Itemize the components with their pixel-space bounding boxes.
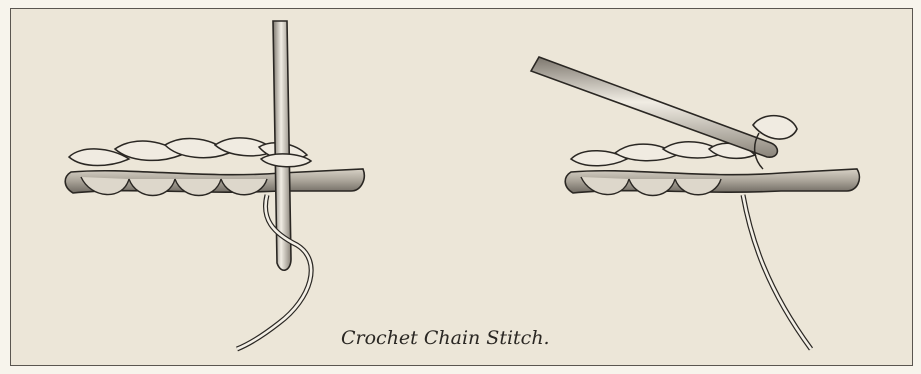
left-illustration [65, 21, 364, 349]
chain-stitch-illustration [11, 9, 913, 366]
right-hanging-yarn [743, 195, 811, 349]
right-illustration [531, 57, 859, 349]
figure-caption: Crochet Chain Stitch. [341, 327, 550, 349]
right-loop [629, 179, 675, 196]
right-hook [531, 57, 777, 157]
figure-frame: Crochet Chain Stitch. [10, 8, 913, 366]
right-hook-loop [753, 116, 797, 139]
left-loop [129, 179, 175, 196]
left-loop [175, 179, 221, 196]
